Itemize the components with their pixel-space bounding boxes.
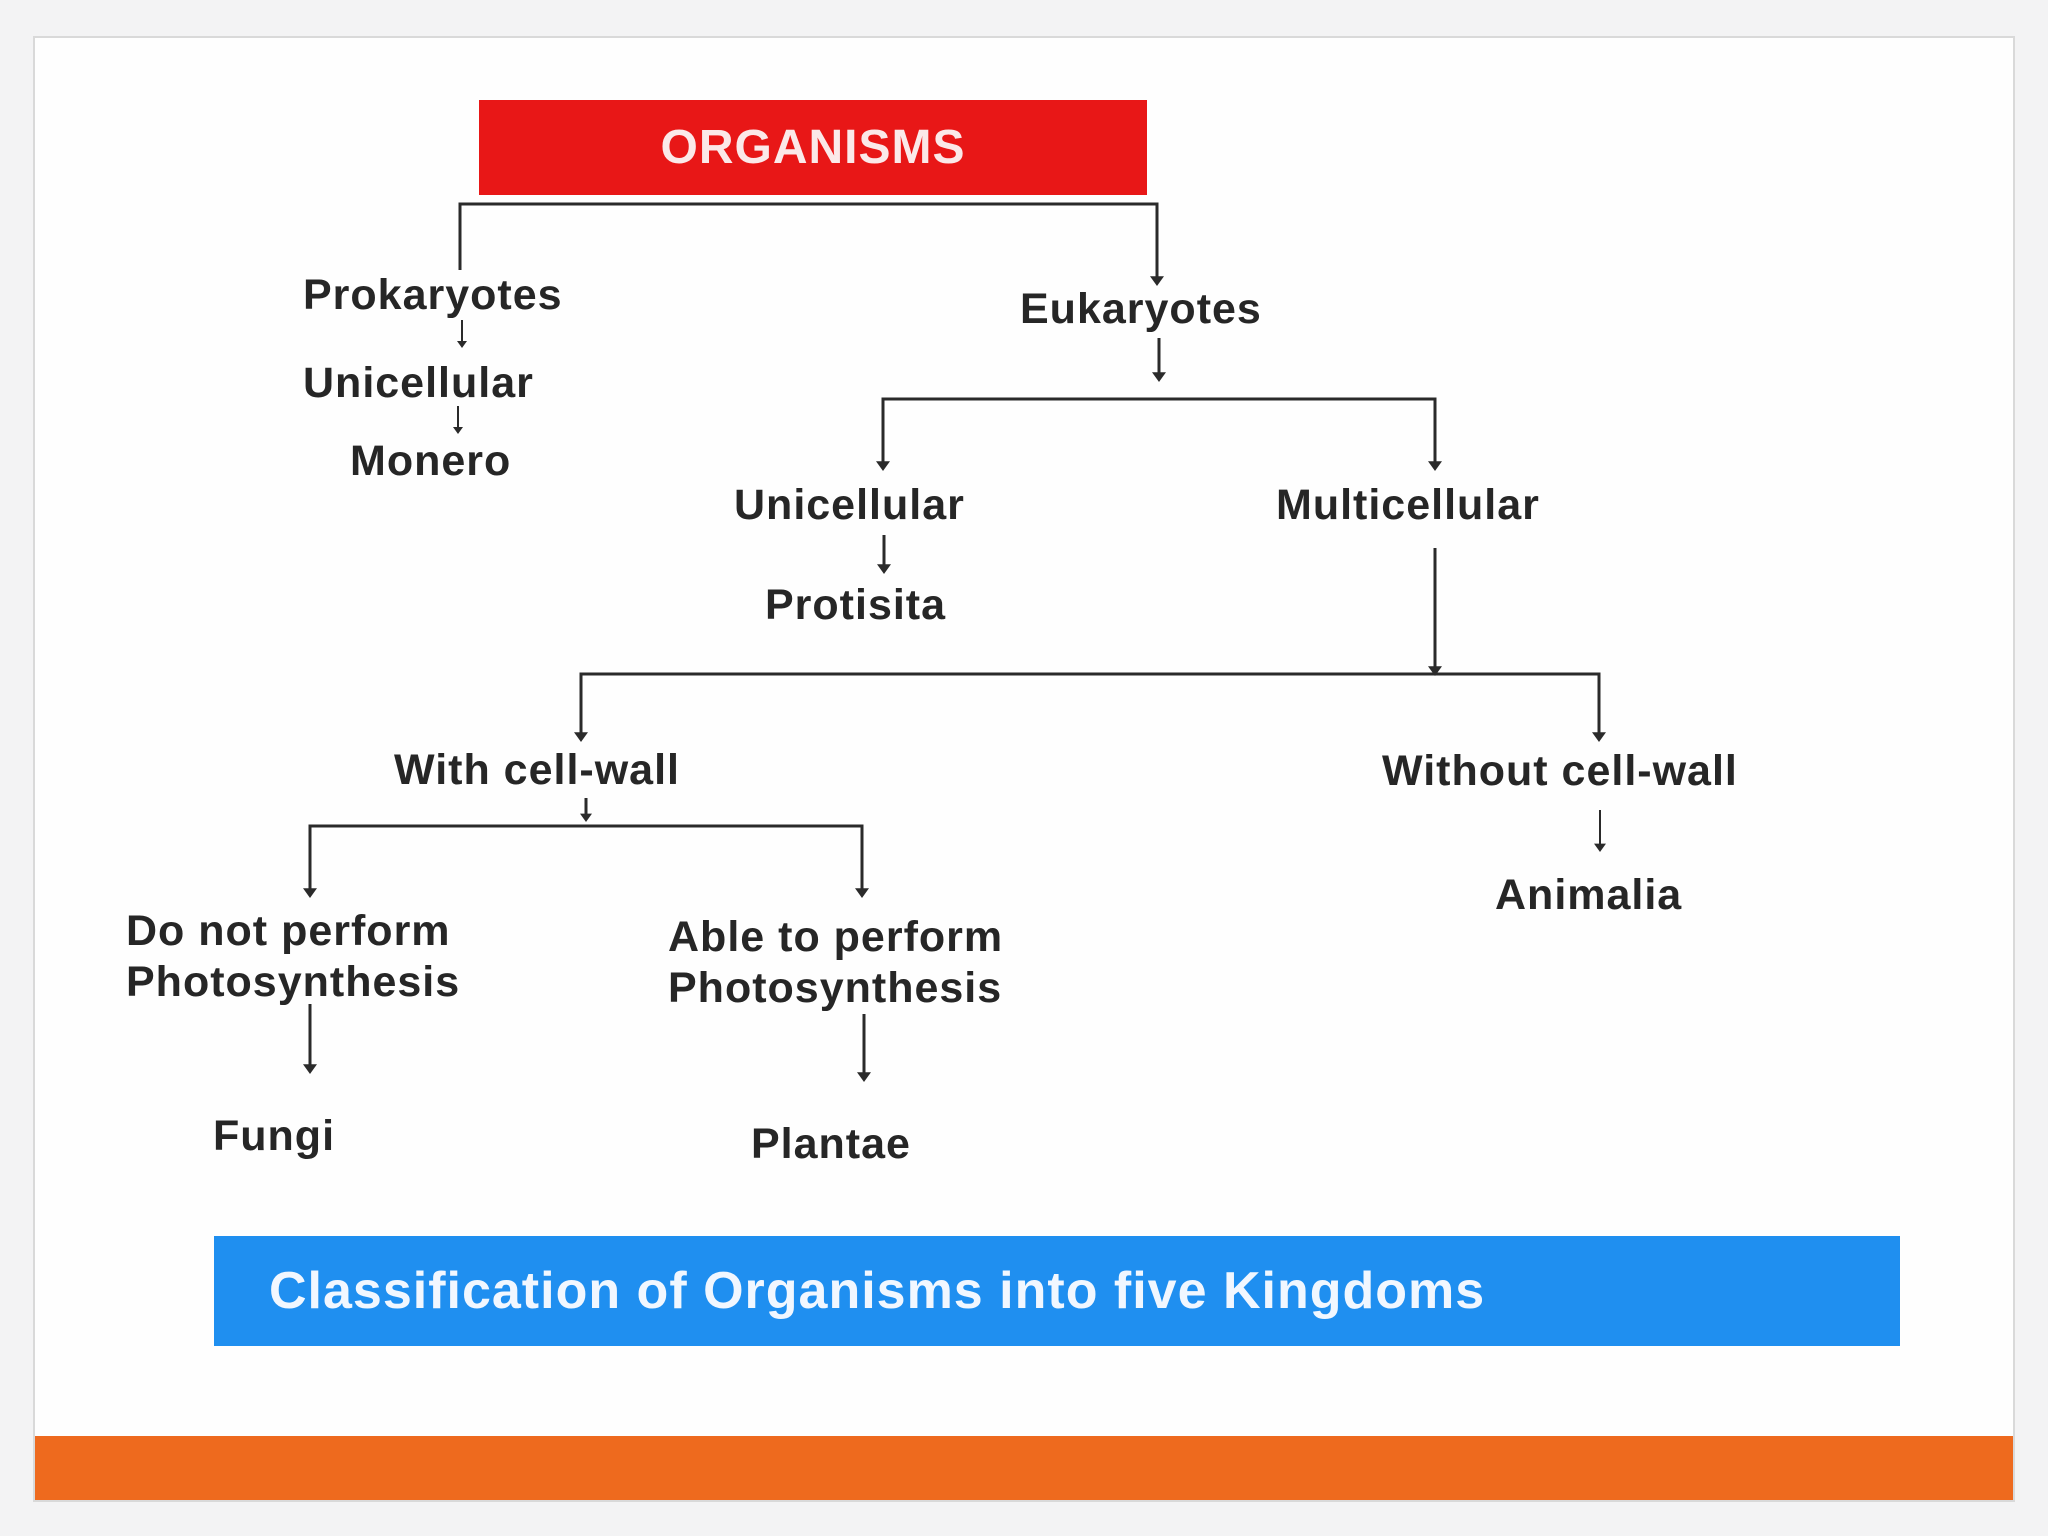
node-eukaryotes: Eukaryotes [1020, 285, 1262, 333]
caption-text: Classification of Organisms into five Ki… [269, 1262, 1486, 1320]
node-photosynthesis: Able to perform Photosynthesis [668, 913, 1004, 1012]
connector-photosynthesis-split [308, 824, 864, 894]
node-without-cell-wall: Without cell-wall [1382, 747, 1738, 795]
arrowhead-animalia [1594, 843, 1606, 852]
connector-organisms-split [458, 202, 1159, 283]
connector-eukaryotes-split [881, 397, 1437, 466]
node-plantae: Plantae [751, 1120, 911, 1168]
root-label: ORGANISMS [660, 121, 966, 174]
arrowhead-eukaryotes-branch [1152, 372, 1166, 382]
arrowhead-without-cell-wall [1592, 732, 1606, 742]
node-eukaryote-unicellular: Unicellular [734, 481, 965, 529]
arrowhead-monero [453, 427, 463, 434]
arrowhead-eukaryotes [1150, 276, 1164, 286]
arrowhead-eukaryote-unicellular [876, 461, 890, 471]
arrowhead-multicellular-branch [1428, 666, 1442, 676]
arrowhead-with-cell-wall [574, 732, 588, 742]
node-multicellular: Multicellular [1276, 481, 1540, 529]
arrowhead-photosynthesis [855, 888, 869, 898]
slide: ORGANISMS Prokaryotes Unicellular Monero… [33, 36, 2015, 1502]
footer-bar [35, 1436, 2013, 1500]
node-prokaryotes: Prokaryotes [303, 271, 563, 319]
node-prokaryote-unicellular: Unicellular [303, 359, 534, 407]
node-fungi: Fungi [213, 1112, 336, 1160]
arrowhead-multicellular [1428, 461, 1442, 471]
node-protisita: Protisita [765, 581, 947, 629]
arrowhead-prokaryote-unicellular [457, 341, 467, 348]
connector-lines [303, 202, 1606, 1082]
arrowhead-protisita [877, 564, 891, 574]
arrowhead-no-photosynthesis [303, 888, 317, 898]
arrowhead-withwall-branch [580, 813, 592, 822]
caption-banner: Classification of Organisms into five Ki… [214, 1236, 1900, 1346]
arrowhead-fungi [303, 1064, 317, 1074]
node-with-cell-wall: With cell-wall [394, 746, 680, 794]
root-node-organisms: ORGANISMS [479, 100, 1147, 195]
node-no-photosynthesis: Do not perform Photosynthesis [126, 907, 461, 1006]
arrowhead-plantae [857, 1072, 871, 1082]
node-monero: Monero [350, 437, 512, 485]
connector-cellwall-split [579, 672, 1601, 738]
node-animalia: Animalia [1495, 871, 1683, 919]
